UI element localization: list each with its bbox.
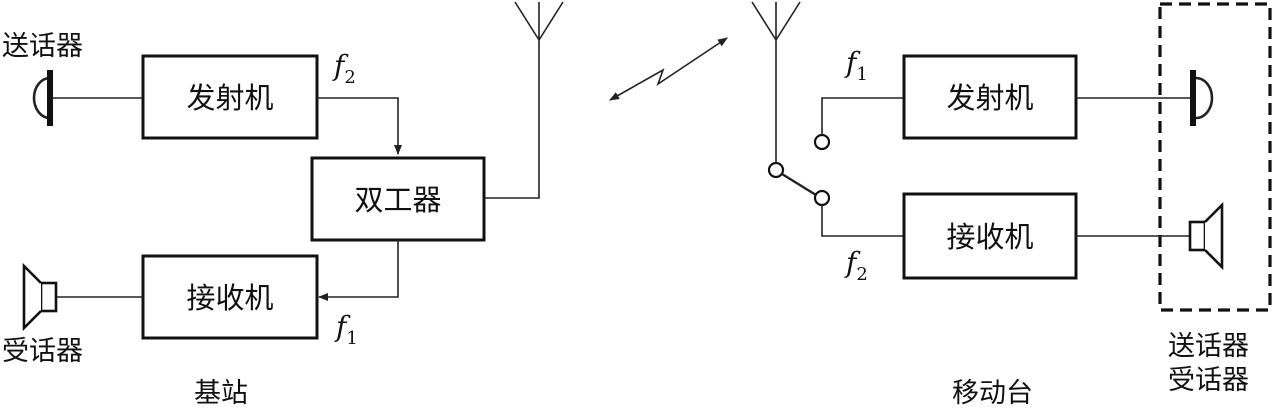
base-speaker-icon bbox=[22, 262, 58, 332]
mobile-tx-freq-label: f1 bbox=[844, 46, 868, 85]
base-antenna-feed-wire bbox=[484, 40, 540, 199]
base-station-caption: 基站 bbox=[194, 378, 248, 409]
mobile-handset-label-mic: 送话器 bbox=[1168, 331, 1249, 362]
base-rx-freq-label: f1 bbox=[334, 310, 358, 349]
mobile-speaker-icon bbox=[1188, 201, 1224, 271]
mobile-transmitter-box bbox=[902, 54, 1078, 140]
mobile-transmitter-label: 发射机 bbox=[946, 81, 1033, 115]
mobile-receiver-label: 接收机 bbox=[946, 220, 1033, 254]
base-speaker-label: 受话器 bbox=[2, 336, 83, 367]
radio-link-icon bbox=[609, 37, 728, 101]
mobile-tr-switch-icon bbox=[767, 133, 831, 207]
base-tx-freq-label: f2 bbox=[332, 49, 356, 88]
base-tx-to-duplexer-wire bbox=[317, 97, 402, 155]
base-duplexer-box bbox=[310, 156, 486, 242]
mobile-receiver-box bbox=[902, 192, 1078, 280]
base-microphone-icon bbox=[32, 70, 53, 126]
mobile-switch-to-tx-wire bbox=[821, 97, 904, 135]
mobile-station-caption: 移动台 bbox=[952, 378, 1033, 409]
mobile-antenna-icon bbox=[751, 1, 801, 41]
mobile-switch-to-rx-wire bbox=[821, 205, 904, 237]
base-mic-label: 送话器 bbox=[2, 31, 83, 62]
base-duplexer-to-rx-wire bbox=[318, 240, 399, 301]
base-antenna-icon bbox=[514, 1, 564, 41]
mobile-handset-enclosure bbox=[1158, 2, 1272, 312]
base-transmitter-label: 发射机 bbox=[186, 81, 273, 115]
mobile-microphone-icon bbox=[1190, 70, 1214, 126]
mobile-rx-freq-label: f2 bbox=[844, 246, 868, 285]
base-transmitter-box bbox=[141, 54, 319, 140]
base-duplexer-label: 双工器 bbox=[354, 183, 441, 217]
base-receiver-label: 接收机 bbox=[186, 281, 273, 315]
mobile-handset-label-speaker: 受话器 bbox=[1168, 365, 1249, 396]
